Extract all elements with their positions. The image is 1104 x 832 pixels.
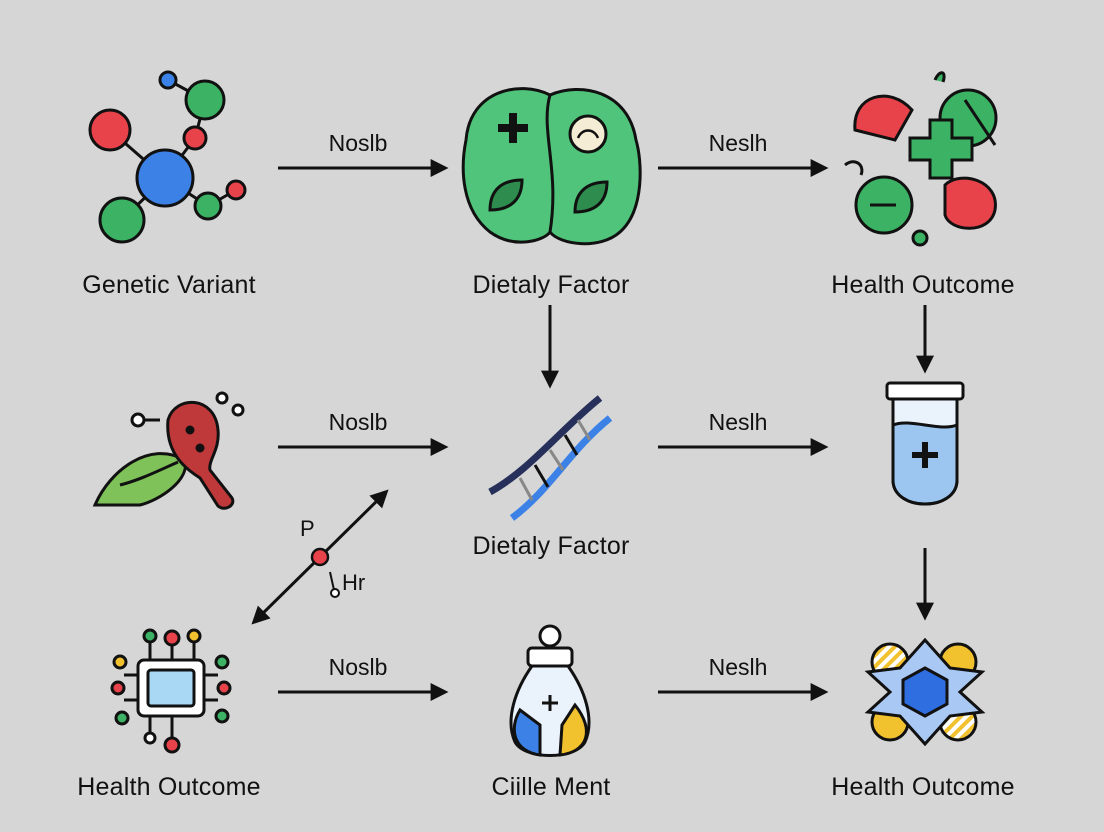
node-label-health-outcome-bottom-left: Health Outcome <box>77 773 261 801</box>
edge-label-row3-left: Noslb <box>328 654 388 680</box>
bottle-icon <box>509 624 591 757</box>
test-tube-icon <box>885 381 965 506</box>
node-label-genetic-variant: Genetic Variant <box>82 271 256 299</box>
food-cluster-icon <box>844 71 998 247</box>
molecule-icon <box>88 70 247 244</box>
dna-icon <box>488 395 613 521</box>
diagonal-label-p: P <box>300 516 315 541</box>
diagonal-node-stem <box>329 571 335 591</box>
edge-label-row3-right: Neslh <box>708 654 768 680</box>
node-label-health-outcome-top: Health Outcome <box>831 271 1015 299</box>
node-label-dietary-factor-top: Dietaly Factor <box>472 271 630 299</box>
node-label-cille-ment: Ciille Ment <box>491 773 611 801</box>
edge-label-row2-right: Neslh <box>708 409 768 435</box>
diagonal-small-dot <box>330 588 340 598</box>
food-icon <box>92 391 245 510</box>
node-label-health-outcome-bottom-right: Health Outcome <box>831 773 1015 801</box>
chip-icon <box>110 628 232 754</box>
diagonal-label-hr: Hr <box>342 570 366 595</box>
molecule-cluster-icon <box>864 637 986 747</box>
edge-label-row2-left: Noslb <box>328 409 388 435</box>
edge-label-row1-right: Neslh <box>708 130 768 156</box>
node-label-dietary-factor-mid: Dietaly Factor <box>472 532 630 560</box>
dietary-blob-icon <box>461 87 642 246</box>
diagonal-node-dot <box>310 547 330 567</box>
edge-label-row1-left: Noslb <box>328 130 388 156</box>
